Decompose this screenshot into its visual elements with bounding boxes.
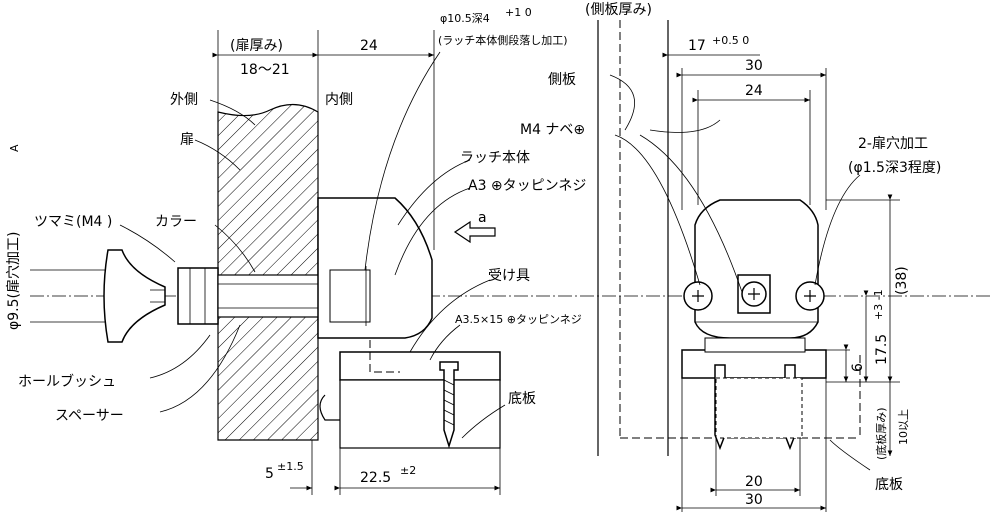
arrow-a-label: a [478, 210, 487, 226]
receiver-right [681, 349, 827, 379]
phi-95-label: φ9.5(扉穴加工) [6, 232, 22, 330]
collar [177, 267, 219, 325]
latch-step-label: (ラッチ本体側段落し加工) [438, 33, 568, 47]
dim-5-tol: ±1.5 [277, 460, 304, 473]
dim-24-right: 24 [745, 83, 763, 99]
dim-5-label: 5 [265, 466, 274, 482]
dim-22-5-tol: ±2 [400, 464, 416, 477]
latch-body-label: ラッチ本体 [460, 150, 530, 166]
knob-label: ツマミ(M4 ) [34, 214, 112, 230]
arrow-a [453, 220, 496, 244]
receiver-left [339, 351, 501, 381]
hole-spec-label: φ10.5深4 [440, 12, 490, 25]
base-min-label: 10以上 [897, 409, 910, 445]
hole-2-spec-label: (φ1.5深3程度) [848, 160, 941, 176]
base-thickness-label: (底板厚み) [874, 407, 888, 460]
hole-tol-label: +1 0 [505, 6, 532, 19]
base-plate-left-label: 底板 [508, 391, 536, 407]
door-range-label: 18～21 [240, 62, 290, 78]
side-thickness-label: (側板厚み) [585, 2, 652, 18]
inside-label: 内側 [325, 92, 353, 108]
hole-2-label: 2-扉穴加工 [858, 136, 928, 152]
knob-shape [103, 249, 166, 343]
door-thickness-label: (扉厚み) [230, 38, 283, 54]
door-label: 扉 [180, 132, 194, 148]
dim-17-5-label: 17.5 [874, 334, 890, 365]
spacer-label: スペーサー [55, 408, 124, 424]
receiver-label: 受け具 [488, 268, 530, 284]
dim-17-tol: +0.5 0 [712, 34, 749, 47]
dim-22-5-label: 22.5 [360, 470, 391, 486]
base-plate-right-label: 底板 [875, 477, 903, 493]
dim-30-bottom-label: 30 [745, 492, 763, 508]
dim-20-label: 20 [745, 474, 763, 490]
m4-screw-label: M4 ナベ⊕ [520, 122, 585, 138]
a35-screw-label: A3.5×15 ⊕タッピンネジ [455, 313, 582, 326]
dim-24-top: 24 [360, 38, 378, 54]
a3-screw-label: A3 ⊕タッピンネジ [468, 178, 586, 194]
latch-body-left [317, 197, 433, 339]
collar-label: カラー [155, 214, 197, 230]
dim-6-label: 6 [850, 363, 866, 372]
hole-bush-label: ホールブッシュ [18, 373, 116, 390]
dim-38-label: (38) [894, 266, 910, 295]
dim-17-5-tol: +3 -1 [872, 289, 885, 320]
phi-a-label: A [8, 144, 21, 152]
door-section [217, 103, 319, 441]
dim-30-top: 30 [745, 58, 763, 74]
latch-body-right [694, 199, 819, 339]
dim-17-label: 17 [688, 38, 706, 54]
side-panel-label: 側板 [548, 72, 576, 88]
outside-label: 外側 [170, 92, 198, 108]
